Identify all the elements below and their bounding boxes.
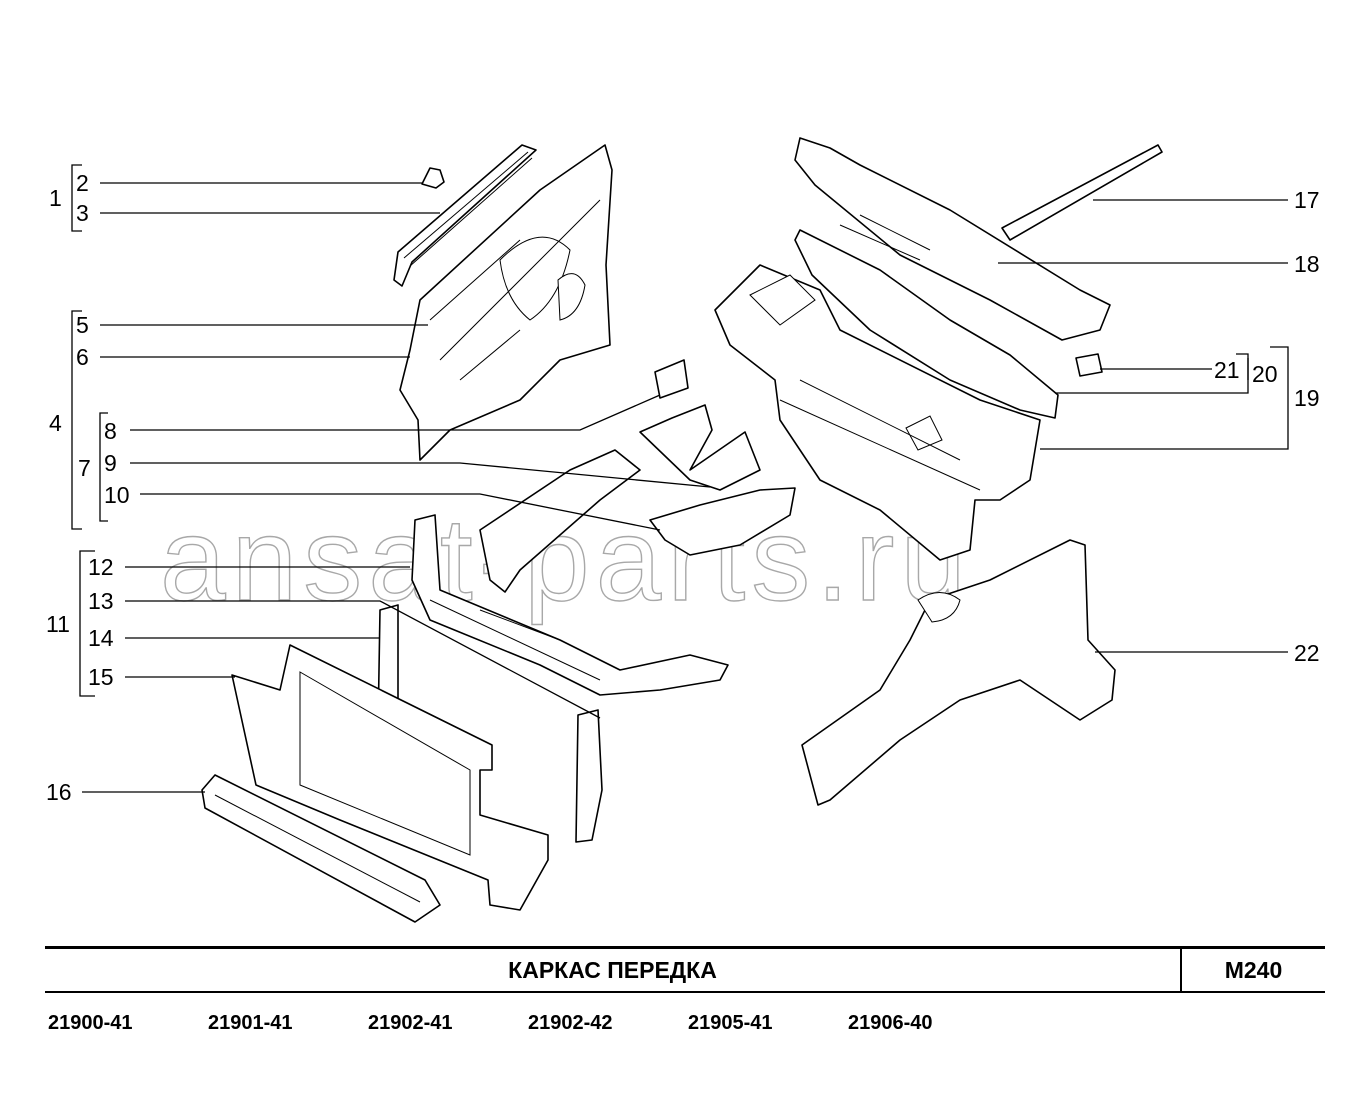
callout-3: 3 [76,200,89,226]
callout-21: 21 [1214,357,1240,383]
callout-17: 17 [1294,187,1320,213]
model-list: 21900-41 21901-41 21902-41 21902-42 2190… [45,1012,1245,1040]
callout-8: 8 [104,418,117,444]
callout-6: 6 [76,344,89,370]
model-code: 21902-41 [368,1012,453,1034]
part-9-reinforcement [639,404,761,491]
callout-18: 18 [1294,251,1320,277]
callout-7: 7 [78,455,91,481]
callout-13: 13 [88,588,114,614]
model-code: 21902-42 [528,1012,613,1034]
part-22-wheelhouse [801,539,1116,806]
callout-5: 5 [76,312,89,338]
part-19-dash-panel [714,264,1041,561]
callout-15: 15 [88,664,114,690]
model-code: 21901-41 [208,1012,293,1034]
part-12-right-strut [575,709,603,843]
model-code: 21900-41 [48,1012,133,1034]
model-code: 21906-40 [848,1012,933,1034]
callout-12: 12 [88,554,114,580]
part-10-bracket [649,487,796,556]
model-code: 21905-41 [688,1012,773,1034]
callout-1: 1 [49,185,62,211]
sheet-code: M240 [1224,957,1283,983]
part-2-bracket [421,167,445,189]
callout-16: 16 [46,779,72,805]
callout-14: 14 [88,625,114,651]
callout-22: 22 [1294,640,1320,666]
part-8-plate [654,359,689,399]
exploded-parts-diagram: ansat-parts.ru [46,137,1320,923]
part-7-lower-rail [479,449,641,593]
part-21-small-plate [1075,353,1103,377]
callout-2: 2 [76,170,89,196]
diagram-title: КАРКАС ПЕРЕДКА [508,957,717,983]
part-16-crossmember [201,774,441,923]
callout-4: 4 [49,410,62,436]
callout-9: 9 [104,450,117,476]
part-3-upper-rail [393,144,537,287]
callout-19: 19 [1294,385,1320,411]
part-12-13-side-member [411,514,729,696]
title-block: КАРКАС ПЕРЕДКА M240 [45,946,1325,993]
callout-numbers: 1 2 3 4 5 6 7 8 9 10 11 12 13 14 15 16 1… [46,170,1320,805]
leader-lines [82,182,1289,793]
group-brackets [71,164,1249,697]
callout-11: 11 [46,611,70,637]
title-divider [1180,949,1182,991]
part-17-cross-rail [1001,144,1163,241]
callout-10: 10 [104,482,130,508]
callout-20: 20 [1252,361,1278,387]
part-5-6-wing-panel [399,144,613,461]
part-20-lower-cowl [794,229,1059,419]
part-18-cowl-panel [794,137,1111,341]
